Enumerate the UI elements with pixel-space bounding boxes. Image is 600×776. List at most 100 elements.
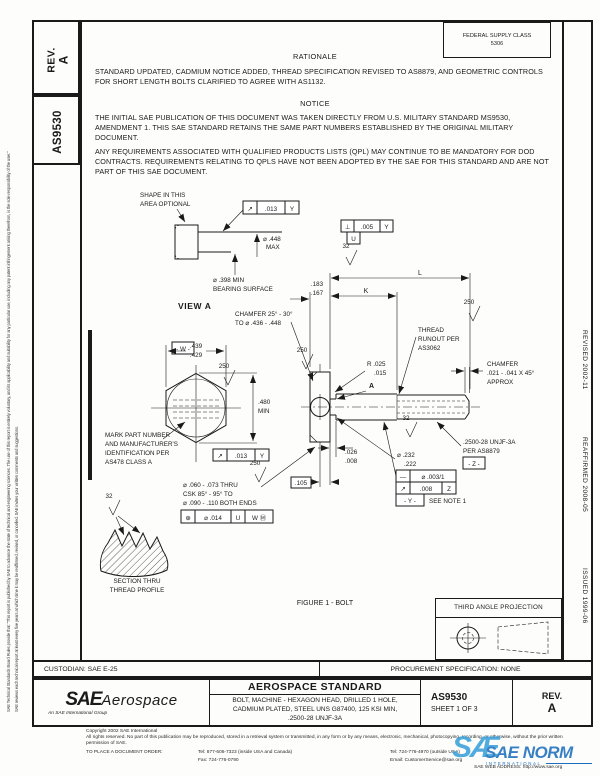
fcf-straightness-runout: — ⌀ .003/1 ↗ .008 Z - Y - SEE NOTE 1 xyxy=(395,469,467,507)
end-chamfer-note: CHAMFER xyxy=(487,361,519,368)
svg-text:.167: .167 xyxy=(311,290,324,297)
procurement-spec: PROCUREMENT SPECIFICATION: NONE xyxy=(390,665,521,673)
svg-text:.222: .222 xyxy=(404,461,417,468)
dia-448-max: ⌀ .448 xyxy=(263,236,281,243)
logo-aerospace: Aerospace xyxy=(101,691,178,709)
marking-note: MARK PART NUMBER xyxy=(105,432,171,439)
svg-text:32: 32 xyxy=(402,415,410,422)
issued-date: ISSUED 1999-06 xyxy=(581,568,588,624)
standard-type: AEROSPACE STANDARD xyxy=(210,680,420,695)
thread-runout-note: THREAD xyxy=(418,327,444,334)
rights-statement: All rights reserved. No part of this pub… xyxy=(86,735,563,747)
notice-heading: NOTICE xyxy=(300,99,330,108)
third-angle-projection-box: THIRD ANGLE PROJECTION xyxy=(435,598,562,660)
svg-text:MIN: MIN xyxy=(258,408,270,415)
svg-text:↗: ↗ xyxy=(217,453,222,460)
phone-outside: Tel: 724-776-4970 (outside USA) xyxy=(390,750,460,755)
fsc-value: 5306 xyxy=(490,41,504,47)
svg-text:.013: .013 xyxy=(235,453,248,460)
svg-text:250: 250 xyxy=(219,363,230,370)
svg-text:CSK 85° - 95° TO: CSK 85° - 95° TO xyxy=(183,490,233,498)
datum-z-box: - Z - xyxy=(462,456,486,470)
doc-number-vertical: AS9530 xyxy=(52,110,64,154)
fsc-label: FEDERAL SUPPLY CLASS xyxy=(462,32,532,39)
rev-cell-label: REV. xyxy=(541,690,563,701)
standard-title-line-2: CADMIUM PLATED, STEEL UNS G87400, 125 KS… xyxy=(232,705,398,713)
notice-paragraph-2: ANY REQUIREMENTS ASSOCIATED WITH QUALIFI… xyxy=(95,147,549,176)
fillet-radius: R .025 xyxy=(367,361,386,368)
svg-text:APPROX: APPROX xyxy=(487,379,514,386)
svg-text:PER AS8879: PER AS8879 xyxy=(463,448,500,455)
view-arrow-a: A xyxy=(369,383,374,390)
notice-paragraph-1: THE INITIAL SAE PUBLICATION OF THIS DOCU… xyxy=(95,113,514,142)
content-right-rule xyxy=(562,20,564,660)
finish-32-thread: 32 xyxy=(402,415,418,438)
datum-u: U xyxy=(351,236,356,243)
svg-text:MAX: MAX xyxy=(266,244,280,251)
rev-box: REV. A xyxy=(32,20,80,95)
standard-title-line-1: BOLT, MACHINE - HEXAGON HEAD, DRILLED 1 … xyxy=(232,697,398,704)
svg-text:- Z -: - Z - xyxy=(468,461,480,468)
svg-text:AREA OPTIONAL: AREA OPTIONAL xyxy=(140,201,191,208)
content-left-rule xyxy=(80,20,82,660)
finish-250-countersink: 250 xyxy=(250,460,267,483)
svg-text:.005: .005 xyxy=(361,224,374,231)
svg-text:250: 250 xyxy=(297,347,308,354)
svg-text:⊕: ⊕ xyxy=(185,515,190,522)
fsc-box: FEDERAL SUPPLY CLASS 5306 xyxy=(443,22,551,58)
undercut-diameter: ⌀ .232 xyxy=(397,452,415,459)
doc-number: AS9530 xyxy=(431,692,468,703)
bolt-main-view: L K .183 .167 ⊥ .005 Y U CHAMFER 25° - 3… xyxy=(235,219,535,507)
doc-number-cell: AS9530 SHEET 1 OF 3 xyxy=(421,680,513,725)
watermark-subtext: INTERNATIONAL xyxy=(486,761,542,766)
svg-text:Z: Z xyxy=(447,486,451,493)
head-height: .183 xyxy=(311,281,324,288)
rationale-body: STANDARD UPDATED, CADMIUM NOTICE ADDED, … xyxy=(95,67,543,86)
across-flats: .439 xyxy=(190,343,203,350)
rev-label: REV. xyxy=(45,46,58,73)
sheet-number: SHEET 1 OF 3 xyxy=(431,706,478,713)
rationale-heading: RATIONALE xyxy=(292,52,338,61)
head-side-view: SHAPE IN THIS AREA OPTIONAL ⌀ .448 MAX ⌀… xyxy=(140,192,282,311)
svg-text:AS3062: AS3062 xyxy=(418,345,441,352)
third-angle-projection-title: THIRD ANGLE PROJECTION xyxy=(436,599,561,618)
undercut-width: .026 xyxy=(345,449,358,456)
standard-title-line-3: .2500-28 UNJF-3A xyxy=(287,714,343,722)
drilled-hole-note: ⌀ .060 - .073 THRU CSK 85° - 95° TO ⌀ .0… xyxy=(180,446,316,524)
fcf-runout-hex: ↗ .013 Y xyxy=(212,448,270,462)
thread-profile-section: 32 SECTION THRU THREAD PROFILE xyxy=(99,493,169,594)
dia-398-bearing: ⌀ .398 MIN xyxy=(213,277,245,284)
custodian: CUSTODIAN: SAE E-25 xyxy=(34,662,320,676)
svg-text:.008: .008 xyxy=(345,458,358,465)
svg-text:250: 250 xyxy=(250,460,261,467)
svg-text:Y: Y xyxy=(260,453,265,460)
svg-text:AND MANUFACTURER'S: AND MANUFACTURER'S xyxy=(105,441,178,448)
projection-symbol xyxy=(450,621,549,655)
web-address: SAE WEB ADDRESS: http://www.sae.org xyxy=(474,765,563,770)
svg-text:↗: ↗ xyxy=(400,486,405,493)
svg-text:THREAD PROFILE: THREAD PROFILE xyxy=(110,587,165,594)
fcf-position: ⊕ ⌀ .014 U W Ⓜ xyxy=(180,509,274,524)
custodian-row: CUSTODIAN: SAE E-25 PROCUREMENT SPECIFIC… xyxy=(32,660,593,678)
svg-text:.013: .013 xyxy=(265,206,278,213)
head-chamfer-note: CHAMFER 25° - 30° xyxy=(235,310,293,318)
revision-change-bar xyxy=(88,330,92,480)
svg-text:.021 - .041 X 45°: .021 - .041 X 45° xyxy=(487,369,535,377)
dim-K: K xyxy=(364,288,369,295)
svg-text:⌀ .060 - .073 THRU: ⌀ .060 - .073 THRU xyxy=(183,482,238,489)
finish-32-shank: 32 xyxy=(342,243,358,266)
svg-text:⌀ .003/1: ⌀ .003/1 xyxy=(421,474,445,481)
finish-250-hex: 250 xyxy=(219,363,236,386)
svg-text:Y: Y xyxy=(384,224,389,231)
doc-number-box: AS9530 xyxy=(32,95,80,165)
svg-text:⌀ .014: ⌀ .014 xyxy=(204,515,222,522)
sae-norm-watermark: SÆ SAE NORM INTERNATIONAL xyxy=(452,733,592,766)
rev-value: A xyxy=(56,55,71,64)
svg-text:.429: .429 xyxy=(190,352,203,359)
title-block: SAEAerospace An SAE International Group … xyxy=(32,678,593,727)
thread-spec: .2500-28 UNJF-3A xyxy=(463,439,516,446)
watermark-text: SAE NORM xyxy=(485,742,573,762)
order-label: TO PLACE A DOCUMENT ORDER: xyxy=(86,750,163,755)
svg-text:⊥: ⊥ xyxy=(345,224,351,231)
finish-32-section: 32 xyxy=(105,493,121,516)
